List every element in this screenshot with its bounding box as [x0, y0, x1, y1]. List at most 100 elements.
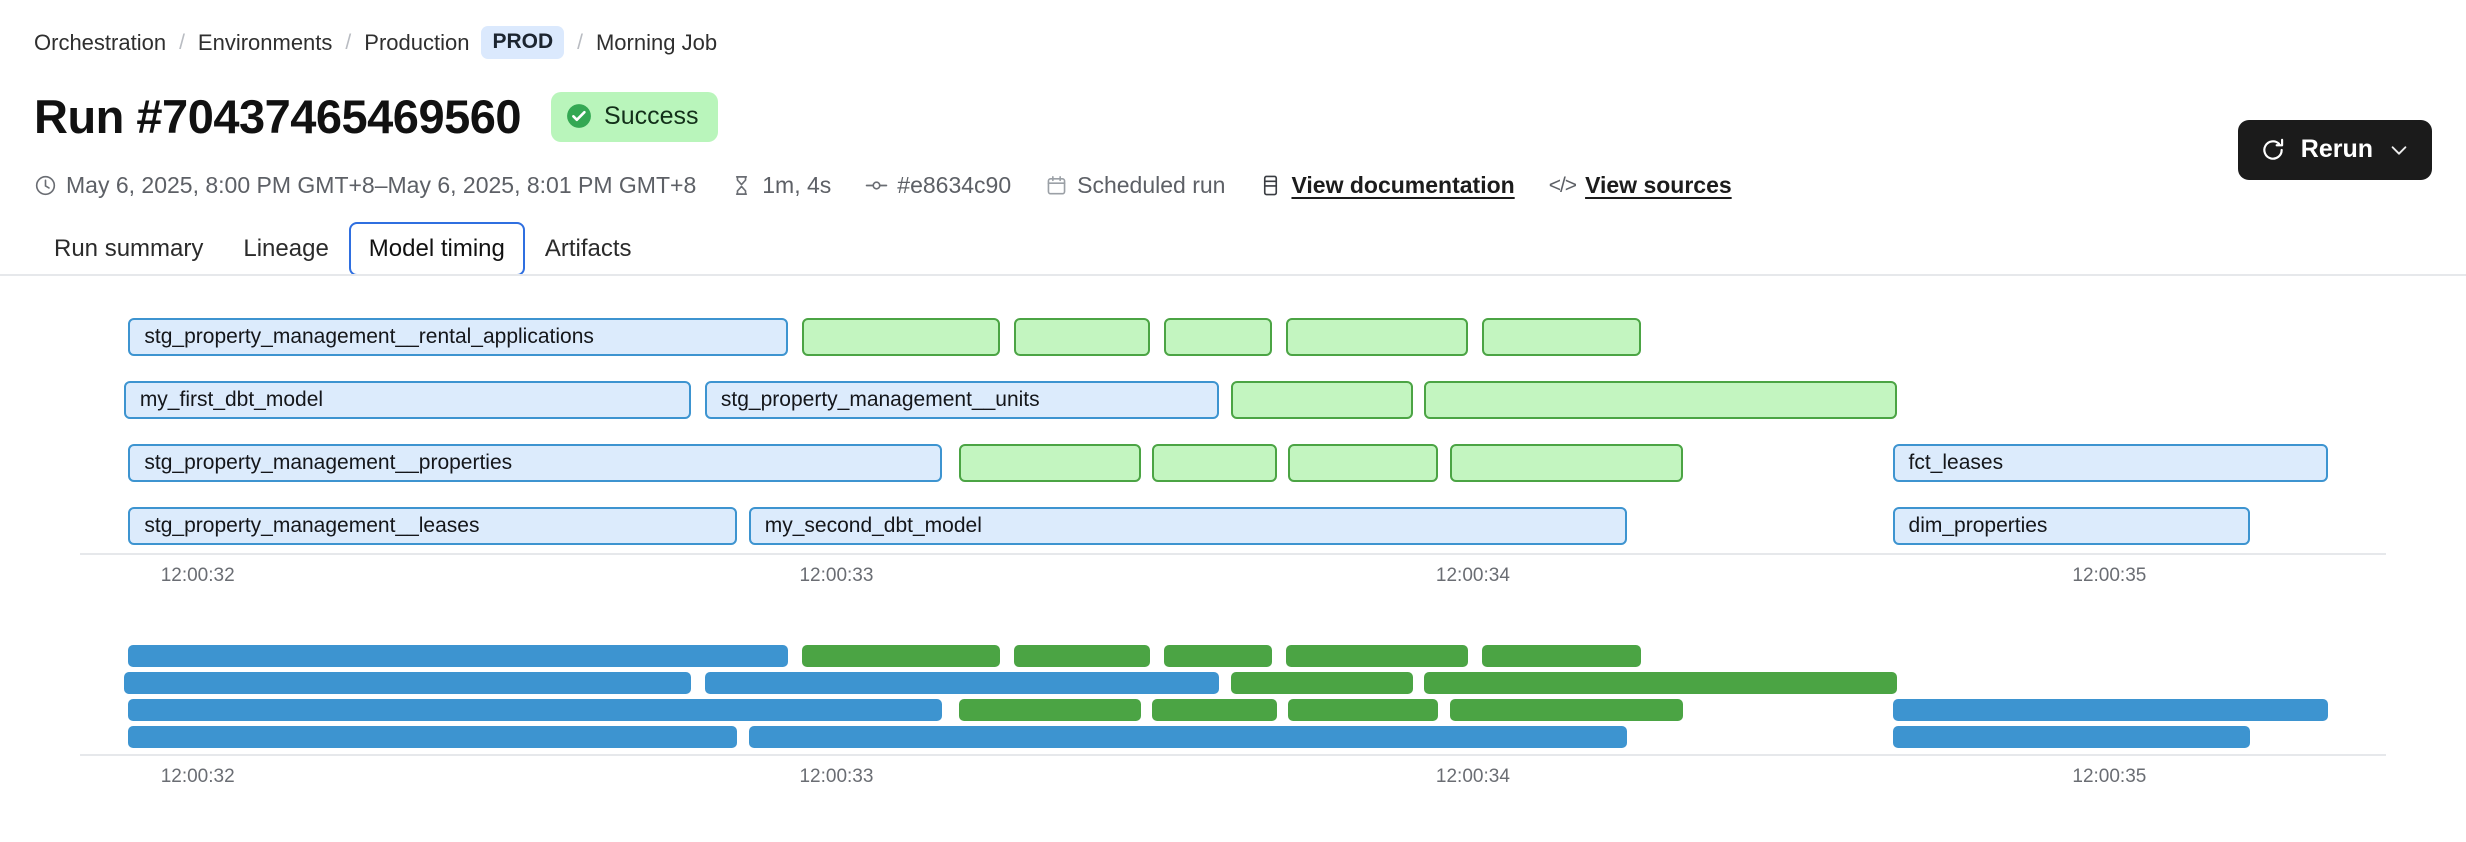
gantt-bar-step[interactable] — [1286, 645, 1468, 667]
detail-lanes: stg_property_management__rental_applicat… — [0, 318, 2466, 545]
status-badge-label: Success — [604, 102, 698, 131]
overview-axis-divider — [80, 754, 2386, 756]
axis-tick-label: 12:00:35 — [2072, 766, 2146, 788]
gantt-bar-my_second_dbt_model[interactable]: my_second_dbt_model — [749, 507, 1628, 545]
gantt-bar-step[interactable] — [1482, 645, 1641, 667]
view-documentation-label[interactable]: View documentation — [1291, 172, 1514, 199]
gantt-bar-step[interactable] — [1482, 318, 1641, 356]
axis-tick-label: 12:00:33 — [799, 766, 873, 788]
tab-run-summary[interactable]: Run summary — [34, 222, 223, 276]
rerun-button[interactable]: Rerun — [2238, 120, 2432, 180]
meta-trigger: Scheduled run — [1045, 172, 1225, 199]
gantt-bar-stg_property_management__units[interactable]: stg_property_management__units — [705, 672, 1219, 694]
gantt-bar-step[interactable] — [1164, 645, 1272, 667]
gantt-lane: stg_property_management__properties fct_l… — [0, 444, 2466, 482]
overview-lanes[interactable]: stg_property_management__rental_applicat… — [0, 645, 2466, 748]
gantt-bar-step[interactable] — [1288, 444, 1438, 482]
view-sources-link[interactable]: </> View sources — [1549, 172, 1732, 199]
gantt-bar-step[interactable] — [1014, 645, 1150, 667]
axis-tick-label: 12:00:32 — [161, 766, 235, 788]
meta-trigger-label: Scheduled run — [1077, 172, 1225, 199]
gantt-bar-step[interactable] — [1450, 699, 1683, 721]
gantt-bar-stg_property_management__properties[interactable]: stg_property_management__properties — [128, 699, 942, 721]
meta-duration: 1m, 4s — [730, 172, 831, 199]
detail-time-axis: 12:00:3212:00:3312:00:3412:00:35 — [0, 565, 2466, 599]
gantt-bar-label: stg_property_management__rental_applicat… — [130, 325, 593, 349]
gantt-bar-step[interactable] — [1014, 318, 1150, 356]
gantt-lane: stg_property_management__leases my_second… — [0, 726, 2466, 748]
gantt-bar-dim_properties[interactable]: dim_properties — [1893, 507, 2250, 545]
chevron-down-icon[interactable] — [2388, 139, 2410, 161]
gantt-bar-fct_leases[interactable]: fct_leases — [1893, 699, 2329, 721]
gantt-bar-my_first_dbt_model[interactable]: my_first_dbt_model — [124, 672, 691, 694]
gantt-bar-step[interactable] — [802, 645, 1000, 667]
gantt-bar-step[interactable] — [1231, 672, 1413, 694]
gantt-bar-label: dim_properties — [1895, 514, 2048, 538]
hourglass-icon — [730, 174, 753, 197]
gantt-bar-stg_property_management__leases[interactable]: stg_property_management__leases — [128, 507, 737, 545]
gantt-bar-label: fct_leases — [1895, 451, 2004, 475]
view-sources-label[interactable]: View sources — [1585, 172, 1732, 199]
gantt-bar-step[interactable] — [1424, 381, 1897, 419]
gantt-bar-stg_property_management__rental_applications[interactable]: stg_property_management__rental_applicat… — [128, 645, 788, 667]
gantt-bar-step[interactable] — [1450, 444, 1683, 482]
model-timing-detail-chart: stg_property_management__rental_applicat… — [0, 318, 2466, 599]
breadcrumb-separator: / — [564, 31, 596, 55]
breadcrumb-separator: / — [166, 31, 198, 55]
clock-icon — [34, 174, 57, 197]
gantt-bar-my_first_dbt_model[interactable]: my_first_dbt_model — [124, 381, 691, 419]
gantt-bar-step[interactable] — [1152, 444, 1277, 482]
gantt-lane: stg_property_management__rental_applicat… — [0, 318, 2466, 356]
overview-time-axis: 12:00:32 12:00:33 12:00:34 12:00:35 — [0, 766, 2466, 800]
title-row: Run #70437465469560 Success — [34, 89, 718, 144]
breadcrumb-item-morning-job[interactable]: Morning Job — [596, 30, 717, 56]
gantt-bar-step[interactable] — [1424, 672, 1897, 694]
gantt-bar-stg_property_management__properties[interactable]: stg_property_management__properties — [128, 444, 942, 482]
breadcrumb-item-orchestration[interactable]: Orchestration — [34, 30, 166, 56]
gantt-bar-step[interactable] — [1152, 699, 1277, 721]
tab-lineage[interactable]: Lineage — [223, 222, 348, 276]
gantt-bar-step[interactable] — [959, 444, 1141, 482]
tab-model-timing[interactable]: Model timing — [349, 222, 525, 276]
gantt-bar-step[interactable] — [1286, 318, 1468, 356]
axis-tick-label: 12:00:34 — [1436, 766, 1510, 788]
gantt-bar-label: my_second_dbt_model — [751, 514, 982, 538]
gantt-bar-stg_property_management__rental_applications[interactable]: stg_property_management__rental_applicat… — [128, 318, 788, 356]
gantt-bar-step[interactable] — [1231, 381, 1413, 419]
gantt-lane: my_first_dbt_model stg_property_managemen… — [0, 672, 2466, 694]
code-icon: </> — [1549, 174, 1576, 198]
meta-commit: #e8634c90 — [865, 172, 1011, 199]
gantt-lane: stg_property_management__rental_applicat… — [0, 645, 2466, 667]
breadcrumb-item-production[interactable]: Production — [364, 30, 469, 56]
gantt-bar-stg_property_management__leases[interactable]: stg_property_management__leases — [128, 726, 737, 748]
gantt-lane: stg_property_management__properties fct_l… — [0, 699, 2466, 721]
gantt-bar-step[interactable] — [1164, 318, 1272, 356]
gantt-bar-step[interactable] — [802, 318, 1000, 356]
book-icon — [1259, 174, 1282, 197]
axis-tick-label: 12:00:32 — [161, 565, 235, 587]
detail-axis-divider — [80, 553, 2386, 555]
tab-artifacts[interactable]: Artifacts — [525, 222, 652, 276]
gantt-bar-fct_leases[interactable]: fct_leases — [1893, 444, 2329, 482]
gantt-bar-my_second_dbt_model[interactable]: my_second_dbt_model — [749, 726, 1628, 748]
gantt-bar-label: stg_property_management__units — [707, 388, 1040, 412]
axis-tick-label: 12:00:35 — [2072, 565, 2146, 587]
breadcrumb-separator: / — [332, 31, 364, 55]
gantt-bar-stg_property_management__units[interactable]: stg_property_management__units — [705, 381, 1219, 419]
gantt-bar-step[interactable] — [959, 699, 1141, 721]
breadcrumb-item-environments[interactable]: Environments — [198, 30, 333, 56]
tab-bar: Run summary Lineage Model timing Artifac… — [34, 222, 652, 276]
refresh-icon — [2260, 137, 2286, 163]
run-metadata: May 6, 2025, 8:00 PM GMT+8–May 6, 2025, … — [34, 172, 1732, 199]
header-divider — [0, 274, 2466, 276]
gantt-bar-dim_properties[interactable]: dim_properties — [1893, 726, 2250, 748]
gantt-bar-step[interactable] — [1288, 699, 1438, 721]
axis-tick-label: 12:00:34 — [1436, 565, 1510, 587]
gantt-bar-label: stg_property_management__properties — [130, 451, 512, 475]
meta-duration-label: 1m, 4s — [762, 172, 831, 199]
commit-icon — [865, 174, 888, 197]
view-documentation-link[interactable]: View documentation — [1259, 172, 1514, 199]
gantt-lane: stg_property_management__leases my_second… — [0, 507, 2466, 545]
model-timing-overview-chart[interactable]: stg_property_management__rental_applicat… — [0, 645, 2466, 800]
